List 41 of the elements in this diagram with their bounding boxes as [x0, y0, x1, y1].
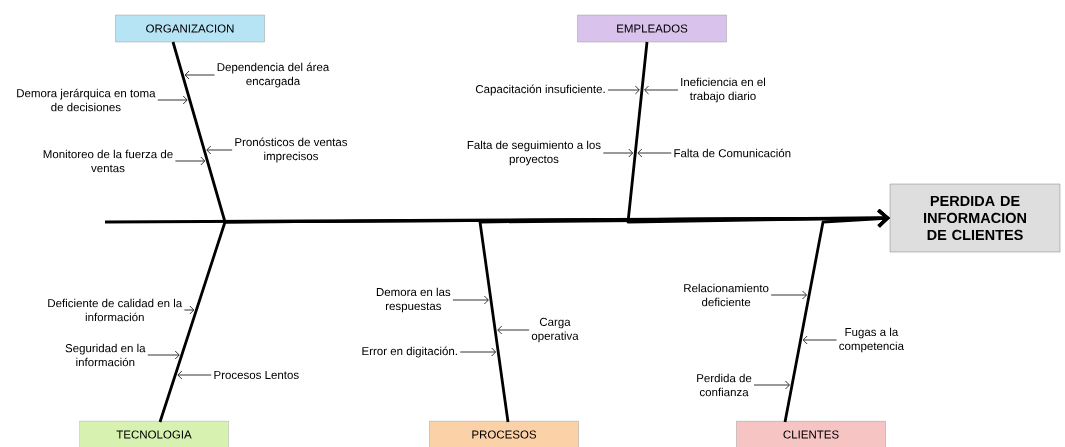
- cause-arrow: [206, 145, 233, 155]
- cause-label: Error en digitación.: [362, 346, 457, 358]
- cause-label: Deficiente de calidad en la información: [48, 298, 183, 322]
- cause-label: Falta de seguimiento a los proyectos: [467, 140, 601, 166]
- cause-arrow: [459, 347, 497, 357]
- cause-arrow: [157, 95, 188, 105]
- cause-label: Falta de Comunicación: [674, 148, 791, 158]
- cause-label: Dependencia del área encargada: [217, 62, 330, 88]
- cause-label: Relacionamiento deficiente: [684, 283, 769, 307]
- cause-arrow: [637, 148, 672, 158]
- cause-arrow: [175, 156, 206, 166]
- cause-arrow: [602, 148, 634, 158]
- cause-label: Seguridad en la información: [65, 343, 146, 367]
- bone-line: [783, 209, 890, 423]
- cause-arrow: [177, 370, 212, 380]
- category-box: ORGANIZACION: [115, 14, 265, 43]
- cause-arrow: [753, 380, 790, 390]
- cause-label: Carga operativa: [531, 317, 579, 343]
- cause-arrow: [644, 85, 679, 95]
- cause-label: Perdida de confianza: [697, 373, 752, 397]
- cause-label: Ineficiencia en el trabajo diario: [681, 77, 765, 103]
- category-box: TECNOLOGIA: [79, 420, 229, 447]
- category-box: PROCESOS: [429, 420, 579, 447]
- cause-arrow: [770, 290, 807, 300]
- category-box: CLIENTES: [736, 420, 886, 447]
- cause-label: Pronósticos de ventas imprecisos: [235, 137, 348, 163]
- cause-arrow: [452, 295, 489, 305]
- cause-label: Monitoreo de la fuerza de ventas: [43, 149, 173, 173]
- cause-label: Fugas a la competencia: [839, 327, 904, 353]
- cause-arrow: [802, 335, 837, 345]
- category-box: EMPLEADOS: [577, 14, 727, 43]
- cause-label: Demora en las respuestas: [376, 287, 451, 313]
- cause-arrow: [497, 325, 530, 335]
- cause-arrow: [184, 70, 215, 80]
- effect-box: PERDIDA DE INFORMACION DE CLIENTES: [889, 183, 1061, 253]
- cause-arrow: [184, 305, 195, 315]
- cause-arrow: [607, 85, 640, 95]
- cause-label: Demora jerárquica en toma de decisiones: [17, 88, 156, 112]
- cause-arrow: [147, 350, 180, 360]
- cause-label: Procesos Lentos: [214, 371, 299, 379]
- cause-label: Capacitación insuficiente.: [475, 84, 605, 96]
